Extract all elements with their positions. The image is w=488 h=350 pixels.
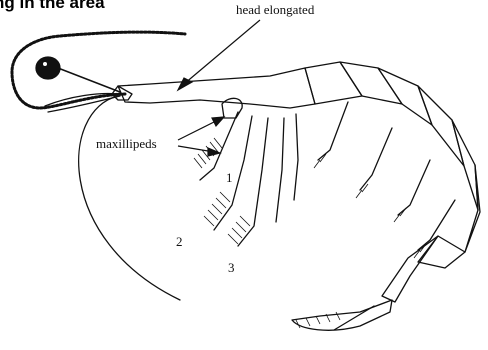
pleopod-3 bbox=[398, 160, 430, 215]
setae-2 bbox=[204, 192, 230, 226]
maxilliped-2 bbox=[214, 116, 252, 230]
abdomen-segment-3 bbox=[378, 68, 432, 125]
heading-text: ng in the area bbox=[0, 0, 105, 13]
antenna-long bbox=[79, 96, 180, 300]
eye bbox=[36, 57, 60, 79]
abdomen-segment-4 bbox=[418, 86, 464, 166]
label-head: head elongated bbox=[236, 2, 315, 17]
label-leg-2: 2 bbox=[176, 234, 183, 249]
label-leg-3: 3 bbox=[228, 260, 235, 275]
setae-3 bbox=[228, 216, 250, 244]
maxillipeds-arrowhead-b bbox=[208, 148, 220, 156]
leg-5 bbox=[294, 114, 298, 200]
label-maxillipeds: maxillipeds bbox=[96, 136, 157, 151]
abdomen-segment-7 bbox=[418, 236, 465, 268]
abdomen-segment-5 bbox=[452, 120, 478, 210]
label-leg-1: 1 bbox=[226, 170, 233, 185]
pleopod-2 bbox=[360, 128, 392, 190]
leg-4 bbox=[276, 118, 284, 222]
carapace bbox=[118, 68, 315, 108]
maxillipeds-arrowhead-a bbox=[212, 117, 224, 126]
eye-stalk bbox=[58, 68, 120, 92]
mouthparts bbox=[222, 98, 242, 118]
maxillipeds-pointer-line-a bbox=[178, 120, 218, 140]
pleopod-1 bbox=[318, 102, 348, 160]
maxilliped-3 bbox=[238, 118, 268, 246]
telson bbox=[334, 306, 374, 330]
head-pointer-line bbox=[184, 20, 260, 84]
